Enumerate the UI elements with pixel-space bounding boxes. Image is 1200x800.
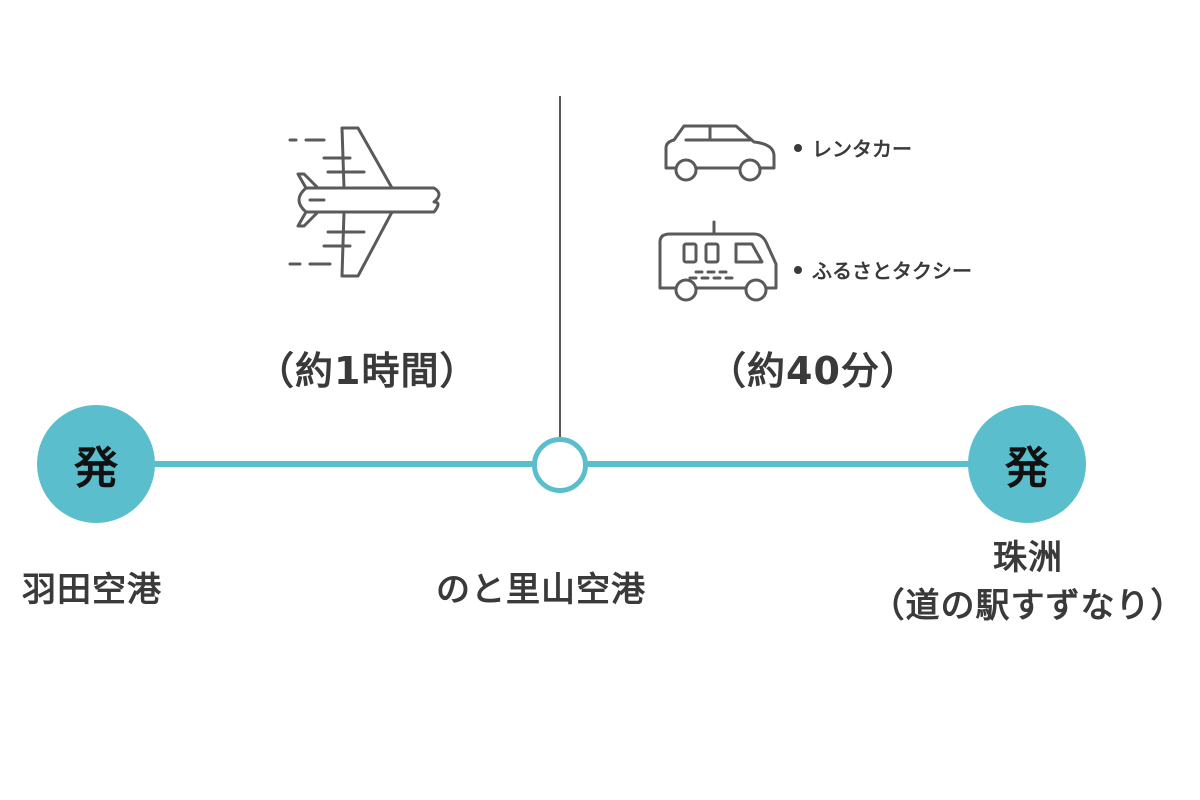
mode-label-furusato-taxi-text: ふるさとタクシー	[812, 259, 972, 283]
route-line-ground	[582, 461, 974, 467]
route-line-flight	[150, 461, 536, 467]
destination-node: 発	[968, 405, 1086, 523]
flight-duration: （約1時間）	[256, 349, 479, 393]
origin-label: 羽田空港	[22, 570, 162, 610]
mode-label-rental-car: レンタカー	[794, 133, 912, 162]
transfer-label: のと里山空港	[436, 570, 646, 610]
mode-label-furusato-taxi: ふるさとタクシー	[794, 255, 972, 284]
mode-label-rental-car-text: レンタカー	[812, 137, 912, 161]
airplane-icon	[288, 126, 441, 278]
destination-badge: 発	[1005, 443, 1049, 494]
transfer-node	[532, 437, 588, 493]
bullet-dot	[794, 143, 802, 152]
origin-node: 発	[37, 405, 155, 523]
leg-divider	[559, 96, 561, 438]
bullet-dot	[794, 265, 802, 274]
origin-badge: 発	[74, 443, 118, 494]
destination-label: 珠洲 （道の駅すずなり）	[858, 535, 1198, 631]
taxi-van-icon	[658, 220, 778, 302]
destination-label-line2: （道の駅すずなり）	[870, 586, 1186, 626]
destination-label-line1: 珠洲	[993, 538, 1063, 578]
ground-duration: （約40分）	[708, 349, 919, 393]
car-icon	[664, 124, 776, 182]
